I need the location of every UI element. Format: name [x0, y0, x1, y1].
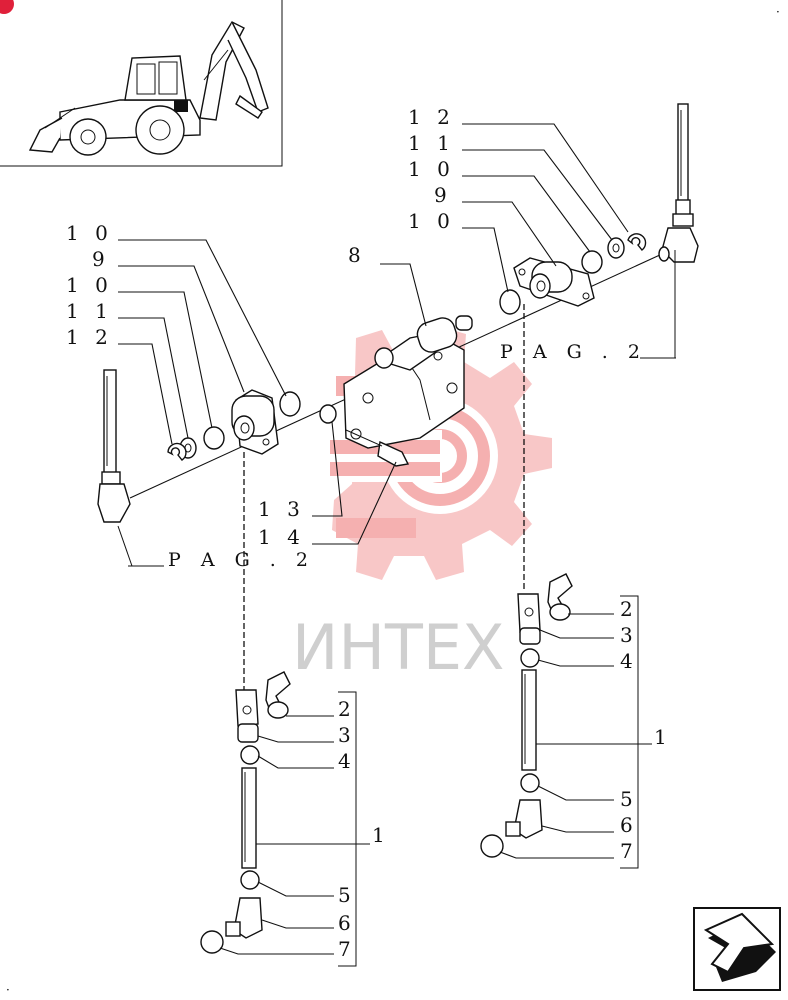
callout-label: 4 — [338, 749, 356, 773]
next-page-arrow-icon[interactable] — [693, 907, 781, 991]
callout-label: 9 — [434, 183, 452, 207]
right-group-bracket — [620, 595, 639, 869]
callout-label: 1 3 — [258, 497, 305, 521]
callout-label: 1 0 — [408, 157, 455, 181]
callout-label: 3 — [338, 723, 356, 747]
left-control-cable — [97, 369, 133, 567]
callout-label: 4 — [620, 649, 638, 673]
corner-badge-icon — [0, 0, 14, 14]
right-control-cable — [658, 103, 699, 358]
callout-label: 6 — [338, 911, 356, 935]
callout-label: 9 — [92, 247, 110, 271]
callout-label: 1 1 — [408, 131, 455, 155]
left-rod-assembly — [200, 671, 291, 954]
callout-label: 1 0 — [66, 221, 113, 245]
callout-label: 1 0 — [66, 273, 113, 297]
callout-label: 5 — [620, 787, 638, 811]
callout-label: 7 — [620, 839, 638, 863]
left-bushing-stack — [167, 389, 301, 461]
page-reference: P A G . 2 — [500, 341, 647, 363]
callout-label: 1 2 — [408, 105, 455, 129]
leaders-right-rod — [499, 613, 652, 859]
right-rod-assembly — [480, 573, 573, 858]
backhoe-loader-thumbnail-icon — [28, 21, 269, 156]
callout-label: 3 — [620, 623, 638, 647]
callout-label: 6 — [620, 813, 638, 837]
callout-label: 7 — [338, 937, 356, 961]
leaders-left-rod — [219, 715, 370, 955]
watermark-text: ИНТЕХ — [292, 611, 505, 684]
callout-label: 1 4 — [258, 525, 305, 549]
callout-label: 2 — [338, 697, 356, 721]
callout-label: 2 — [620, 597, 638, 621]
corner-mark: · — [776, 5, 780, 19]
corner-mark: · — [6, 983, 10, 997]
callout-label: 8 — [348, 243, 366, 267]
leaders-left-stack — [118, 239, 397, 567]
left-group-bracket — [338, 691, 357, 967]
bellcrank-assembly — [319, 315, 473, 467]
page-reference: P A G . 2 — [168, 549, 315, 571]
callout-label: 1 — [372, 823, 390, 847]
callout-label: 1 2 — [66, 325, 113, 349]
callout-label: 1 — [654, 725, 672, 749]
thumbnail-frame — [0, 0, 283, 167]
callout-label: 5 — [338, 883, 356, 907]
callout-label: 1 0 — [408, 209, 455, 233]
callout-label: 1 1 — [66, 299, 113, 323]
leaders-right-stack — [380, 123, 676, 359]
right-bushing-stack — [499, 233, 647, 315]
